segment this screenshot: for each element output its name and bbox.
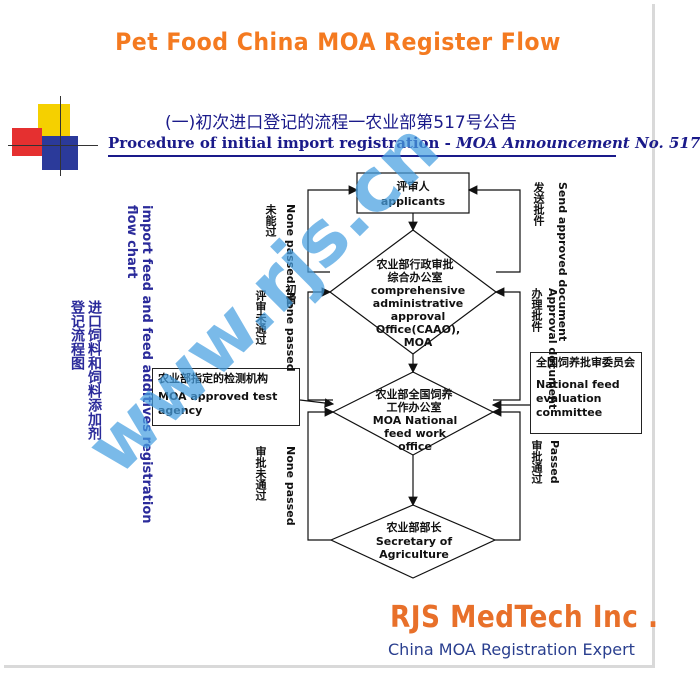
committee-en: National feed evaluation committee	[536, 378, 620, 419]
caao-cn: 农业部行政审批综合办公室	[376, 258, 454, 284]
feedwork-cn: 农业部全国饲养工作办公室	[375, 388, 453, 414]
applicants-en: applicants	[380, 195, 446, 208]
page-title: Pet Food China MOA Register Flow	[115, 28, 561, 56]
test-agency-en: MOA approved test agency	[158, 390, 278, 417]
applicants-cn: 评审人	[396, 180, 430, 193]
heading-english-plain: Procedure of initial import registration…	[108, 134, 457, 152]
edge-label-none-passed-2-cn: 评审未通过	[254, 290, 267, 345]
secretary-cn: 农业部部长	[386, 521, 442, 534]
secretary-en: Secretary of Agriculture	[375, 535, 453, 561]
test-agency-cn: 农业部指定的检测机构	[158, 372, 268, 385]
secretary-diamond	[329, 504, 497, 579]
edge-label-approval-doc-en: Approval document	[546, 288, 559, 410]
caao-en: comprehensive administrative approval Of…	[370, 284, 466, 349]
edge-label-none-passed-2-en: None passed	[284, 292, 297, 372]
page-frame	[4, 4, 655, 668]
flowchart-diagram	[299, 172, 530, 579]
edge-label-send-doc-en: Send approved document	[556, 182, 569, 342]
decorative-hline	[8, 145, 98, 146]
edge-label-approval-doc-cn: 办理批件	[530, 288, 543, 332]
decorative-yellow-square	[38, 104, 70, 136]
heading-underline	[108, 155, 616, 157]
edge-label-passed-cn: 审批通过	[530, 440, 543, 484]
edge-label-send-doc-cn: 发送批件	[532, 182, 545, 226]
edge-label-none-passed-1-cn: 未能过	[264, 204, 277, 237]
edge-label-none-passed-3-en: None passed	[284, 446, 297, 526]
test-agency-box: 农业部指定的检测机构 MOA approved test agency	[152, 368, 300, 426]
edge-label-none-passed-3-cn: 审批未通过	[254, 446, 267, 501]
decorative-vline	[60, 96, 61, 176]
committee-box: 全国饲养批审委员会 National feed evaluation commi…	[530, 352, 642, 434]
side-title-english: import feed and feed additives registrat…	[124, 205, 154, 524]
heading-chinese: (一)初次进口登记的流程一农业部第517号公告	[165, 113, 517, 133]
company-tagline: China MOA Registration Expert	[388, 640, 635, 659]
heading-english: Procedure of initial import registration…	[108, 134, 700, 152]
edge-label-none-passed-1-en: None passed初审	[284, 204, 297, 306]
company-logo: RJS MedTech Inc .	[390, 600, 659, 635]
committee-cn: 全国饲养批审委员会	[536, 356, 635, 369]
edge-label-passed-en: Passed	[548, 440, 561, 484]
feedwork-en: MOA National feed work office	[372, 414, 458, 453]
decorative-red-square	[12, 128, 42, 156]
side-title-chinese: 进口饲料和饲料添加剂登记流程图	[69, 300, 102, 440]
heading-english-italic: MOA Announcement No. 517	[456, 134, 700, 152]
